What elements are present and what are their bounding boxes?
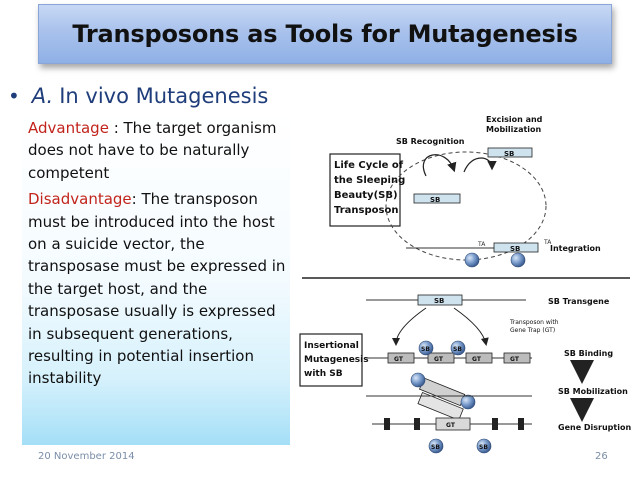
slide-title-box: Transposons as Tools for Mutagenesis xyxy=(38,4,612,64)
mobilization-ball-1 xyxy=(410,372,426,388)
exon-4 xyxy=(518,418,524,430)
exon-3 xyxy=(492,418,498,430)
recognition-arrow-1 xyxy=(422,154,457,177)
gt-label-3: GT xyxy=(472,356,482,363)
bottom-sb-1: SB xyxy=(431,444,440,451)
transgene-sb-label: SB xyxy=(434,297,444,305)
disruption-gt-label: GT xyxy=(446,422,456,429)
gt-element-4 xyxy=(503,352,531,364)
sb-transgene-element xyxy=(417,294,463,306)
gt-element-1 xyxy=(387,352,415,364)
mobilization-ball-2 xyxy=(460,394,476,410)
bullet-marker: • xyxy=(8,84,20,108)
gt-element-3 xyxy=(465,352,493,364)
life-cycle-line-2: the Sleeping xyxy=(334,175,405,186)
gt-label-4: GT xyxy=(510,356,520,363)
excised-transposon xyxy=(487,147,533,158)
insertional-box xyxy=(299,333,363,387)
exon-1 xyxy=(384,418,390,430)
bullet-label-rest: In vivo Mutagenesis xyxy=(59,84,269,108)
bottom-ball-2 xyxy=(476,438,492,454)
excised-sb-label: SB xyxy=(504,150,514,158)
advantage-text: : The target organism does not have to b… xyxy=(28,119,277,182)
sleeping-beauty-diagram: Life Cycle of the Sleeping Beauty(SB) Tr… xyxy=(299,115,631,454)
bottom-ball-1 xyxy=(428,438,444,454)
left-sb-label: SB xyxy=(430,196,440,204)
sb-ball-2 xyxy=(510,252,526,268)
excision-label-2: Mobilization xyxy=(486,125,542,134)
content-text-box: Advantage : The target organism does not… xyxy=(22,113,290,445)
transgene-arrow-right xyxy=(453,307,489,346)
advantage-paragraph: Advantage : The target organism does not… xyxy=(28,117,290,184)
slide-number: 26 xyxy=(595,451,608,462)
binding-sb-2: SB xyxy=(453,346,462,353)
excision-label-1: Excision and xyxy=(486,115,543,124)
disruption-gt-element xyxy=(435,417,471,431)
sb-ball-1 xyxy=(464,252,480,268)
sb-transgene-label: SB Transgene xyxy=(548,297,610,306)
disadvantage-text: : The transposon must be introduced into… xyxy=(28,190,286,388)
gt-label-2: GT xyxy=(434,356,444,363)
life-cycle-line-1: Life Cycle of xyxy=(334,160,404,171)
disadvantage-label: Disadvantage xyxy=(28,190,132,209)
binding-ball-2 xyxy=(450,340,466,356)
recognition-arrow-2 xyxy=(463,157,497,173)
transgene-arrow-left xyxy=(392,307,427,346)
gene-trap-label-1: Transposon with xyxy=(509,319,559,326)
life-cycle-line-3: Beauty(SB) xyxy=(334,190,398,201)
integrated-sb-label: SB xyxy=(510,245,520,253)
integrated-transposon xyxy=(493,242,539,253)
bullet-label-italic: A. xyxy=(31,84,54,108)
binding-sb-1: SB xyxy=(421,346,430,353)
gene-trap-label-2: Gene Trap (GT) xyxy=(510,327,555,334)
life-cycle-line-4: Transposon xyxy=(334,205,398,216)
insertional-line-2: Mutagenesis xyxy=(304,355,369,365)
exon-2 xyxy=(414,418,420,430)
bullet-heading: • A. In vivo Mutagenesis xyxy=(8,80,268,112)
sb-mobilization-label: SB Mobilization xyxy=(558,387,628,396)
life-cycle-box xyxy=(329,153,401,227)
insertional-line-3: with SB xyxy=(304,369,343,379)
left-transposon xyxy=(413,193,461,204)
gene-disruption-label: Gene Disruption xyxy=(558,423,631,432)
disadvantage-paragraph: Disadvantage: The transposon must be int… xyxy=(28,188,290,390)
slide-title: Transposons as Tools for Mutagenesis xyxy=(72,20,578,48)
sb-binding-label: SB Binding xyxy=(564,349,613,358)
ta-label-right: TA xyxy=(543,239,552,246)
ta-label-left: TA xyxy=(477,241,486,248)
footer-date: 20 November 2014 xyxy=(38,451,135,462)
gt-element-2 xyxy=(427,352,455,364)
gt-label-1: GT xyxy=(394,356,404,363)
integration-label: Integration xyxy=(550,244,601,253)
bottom-sb-2: SB xyxy=(479,444,488,451)
binding-ball-1 xyxy=(418,340,434,356)
advantage-label: Advantage xyxy=(28,119,109,137)
sb-recognition-label: SB Recognition xyxy=(396,137,465,146)
insertional-line-1: Insertional xyxy=(304,341,359,351)
